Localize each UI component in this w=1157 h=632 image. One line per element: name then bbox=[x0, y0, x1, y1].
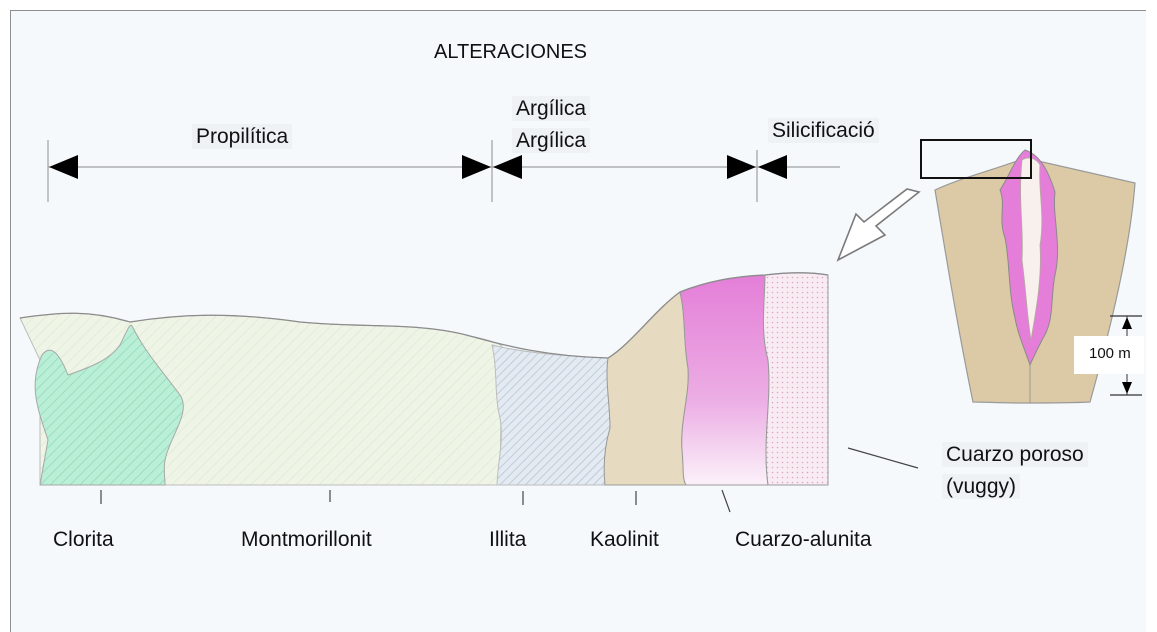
vuggy-label-line1: Cuarzo poroso bbox=[942, 442, 1088, 467]
scale-bar-down-arrowhead bbox=[1122, 382, 1132, 394]
mineral-label-montmorillonit: Montmorillonit bbox=[241, 529, 372, 550]
kaolinit-zone bbox=[604, 292, 688, 485]
zone-label-argilica-2: Argílica bbox=[512, 128, 590, 153]
zone-ranges bbox=[48, 140, 840, 202]
argilica-right-arrowhead bbox=[727, 155, 756, 179]
scale-label: 100 m bbox=[1089, 346, 1131, 361]
diagram-title: ALTERACIONES bbox=[434, 42, 587, 62]
mineral-label-cuarzo-alunita: Cuarzo-alunita bbox=[735, 529, 872, 550]
mineral-label-clorita: Clorita bbox=[53, 529, 114, 550]
illita-zone bbox=[492, 345, 610, 485]
zone-label-silicificacion: Silicificació bbox=[768, 118, 879, 143]
vuggy-pointer bbox=[848, 448, 918, 468]
propilitica-left-arrowhead bbox=[49, 155, 78, 179]
zone-label-argilica-1: Argílica bbox=[512, 96, 590, 121]
vuggy-quartz-zone bbox=[763, 273, 828, 485]
vuggy-label-line2: (vuggy) bbox=[942, 474, 1020, 499]
zone-label-propilitica: Propilítica bbox=[192, 124, 292, 149]
zoom-hollow-arrow bbox=[838, 189, 919, 260]
argilica-left-arrowhead bbox=[493, 155, 522, 179]
propilitica-right-arrowhead bbox=[462, 155, 491, 179]
cross-section bbox=[20, 273, 828, 485]
mineral-label-illita: Illita bbox=[489, 529, 526, 550]
cuarzo-alunita-pointer bbox=[722, 490, 730, 512]
inset-section bbox=[838, 140, 1144, 403]
scale-bar-up-arrowhead bbox=[1122, 317, 1132, 329]
mineral-label-kaolinit: Kaolinit bbox=[590, 529, 659, 550]
silicificacion-left-arrowhead bbox=[758, 155, 787, 179]
cuarzo-alunita-zone bbox=[680, 275, 769, 485]
